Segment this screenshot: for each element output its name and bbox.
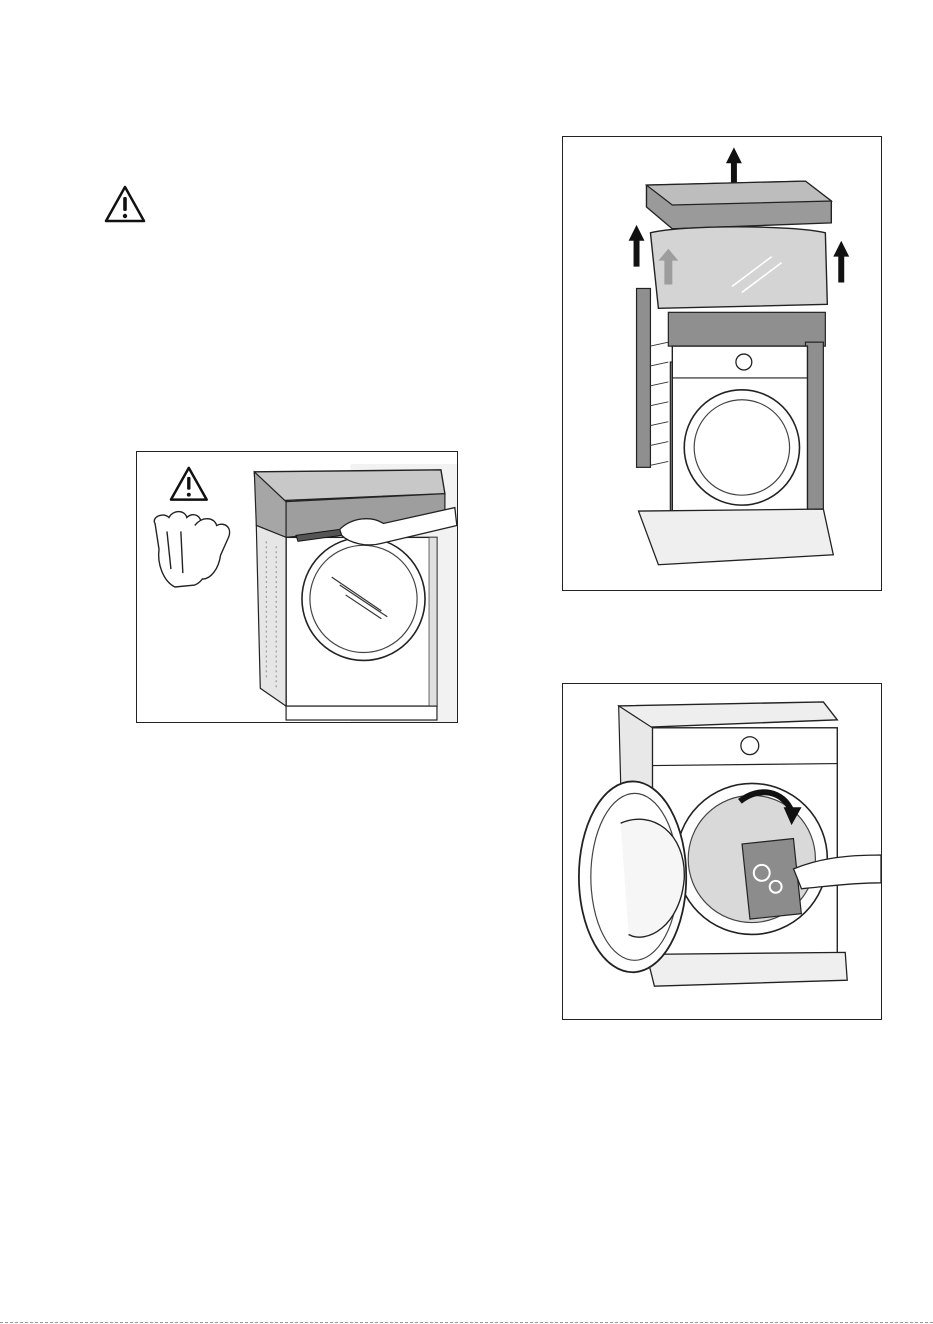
- warning-triangle-icon: [104, 185, 146, 223]
- page-bottom-dashed-line: [0, 1322, 933, 1323]
- warning-triangle-icon: [171, 468, 207, 500]
- washing-machine-in-packaging: [254, 470, 445, 720]
- top-foam-packaging: [646, 181, 831, 229]
- gloves-icon: [154, 512, 229, 587]
- washing-machine: [639, 346, 834, 565]
- bag-with-accessories: [742, 839, 801, 920]
- figure-remove-bag-from-drum: [562, 683, 882, 1020]
- figure-cut-packaging: [136, 451, 458, 723]
- carton-cover: [650, 227, 827, 308]
- figure-remove-packaging: [562, 136, 882, 591]
- side-slats: [650, 342, 668, 465]
- open-door: [579, 781, 686, 972]
